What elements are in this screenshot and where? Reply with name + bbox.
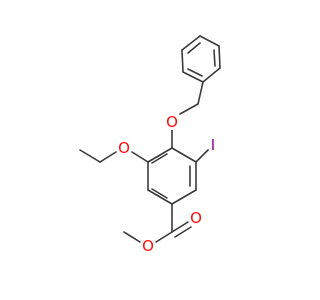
bond	[147, 147, 173, 163]
oxygen-label: O	[142, 237, 154, 255]
bond	[197, 81, 204, 105]
bond	[182, 71, 204, 83]
bond	[218, 45, 221, 69]
bond	[181, 35, 201, 51]
bond	[155, 231, 173, 243]
oxygen-label: O	[166, 113, 178, 131]
phenyl-ring	[181, 35, 221, 83]
central-ring	[147, 147, 197, 205]
molecule-svg: O I O O O	[79, 35, 221, 255]
structure-diagram: O I O O O	[79, 35, 221, 255]
atom-iodine: I	[207, 136, 219, 154]
atom-o-ester: O	[140, 237, 156, 255]
bond	[131, 151, 149, 163]
bond	[202, 67, 221, 83]
bond	[187, 42, 201, 54]
bond	[181, 49, 184, 73]
oxygen-label: O	[190, 209, 202, 227]
bond	[147, 189, 173, 205]
bond	[99, 151, 117, 163]
bond	[179, 103, 199, 115]
bond	[171, 221, 189, 233]
oxygen-label: O	[118, 139, 130, 157]
bond	[213, 49, 216, 67]
atom-o-carbonyl: O	[188, 209, 204, 227]
bond	[199, 35, 220, 47]
iodine-label: I	[211, 136, 215, 154]
bond	[171, 189, 197, 205]
bond	[123, 231, 141, 243]
bond	[79, 149, 101, 163]
bond	[174, 226, 192, 238]
bond	[171, 147, 197, 163]
bond	[187, 68, 203, 77]
atom-o-benzyloxy: O	[164, 113, 180, 131]
atom-o-ethoxy: O	[116, 139, 132, 157]
bond	[151, 153, 168, 164]
bond	[195, 149, 209, 163]
bond	[151, 188, 168, 199]
